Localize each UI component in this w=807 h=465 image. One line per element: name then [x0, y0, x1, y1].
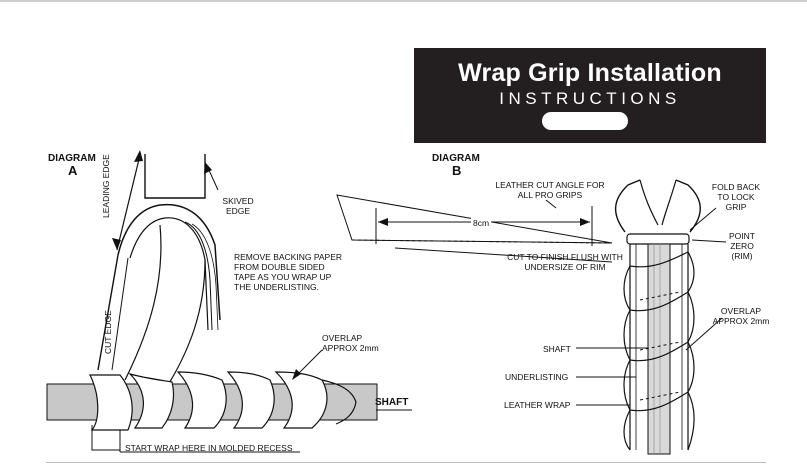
redaction-blot	[542, 112, 628, 130]
overlap-a-label: OVERLAP APPROX 2mm	[322, 333, 379, 353]
skived-edge-label: SKIVED EDGE	[222, 196, 254, 216]
diagram-b-word: DIAGRAM	[432, 153, 480, 164]
banner-title: Wrap Grip Installation	[458, 59, 722, 87]
leather-wrap-label: LEATHER WRAP	[504, 400, 571, 410]
strip-loop-outer	[117, 203, 221, 321]
cut-lower-line	[394, 247, 613, 263]
overlap-b-label: OVERLAP APPROX 2mm	[712, 306, 770, 326]
strip-top-end	[144, 154, 206, 199]
shaft-b-label: SHAFT	[543, 344, 571, 354]
fold-back-pointer	[689, 207, 717, 231]
wrap-b-dashed	[639, 291, 681, 401]
diagram-b-heading: DIAGRAM B	[432, 153, 480, 177]
wrap-3	[176, 371, 227, 429]
grip-right-bulges	[687, 251, 695, 451]
banner-subtitle: INSTRUCTIONS	[499, 89, 681, 108]
fold-back-label: FOLD BACK TO LOCK GRIP	[711, 182, 761, 212]
wrap-b-3	[629, 341, 689, 362]
cut-edge-line	[97, 254, 119, 371]
arrow-head	[580, 218, 590, 226]
leather-cut-angle-label: LEATHER CUT ANGLE FOR ALL PRO GRIPS	[495, 180, 605, 200]
diagram-a-heading: DIAGRAM A	[48, 153, 96, 177]
skived-arrow	[207, 167, 219, 191]
measure-label: 8cm	[471, 218, 492, 228]
wrap-4	[226, 371, 275, 429]
remove-backing-label: REMOVE BACKING PAPER FROM DOUBLE SIDED T…	[234, 252, 343, 292]
title-banner: Wrap Grip Installation INSTRUCTIONS	[414, 48, 766, 143]
strip-loop-inner	[129, 217, 209, 331]
arrow-head	[292, 369, 301, 380]
fold-inner-right	[661, 179, 677, 226]
shaft-a-label: SHAFT	[375, 397, 409, 408]
arrow-head	[378, 218, 388, 226]
diagram-a-letter: A	[68, 163, 78, 178]
diagram-a-word: DIAGRAM	[48, 153, 96, 164]
overlap-arrow-a	[295, 349, 323, 377]
leading-edge-arrow	[116, 154, 141, 251]
bottom-divider	[46, 462, 766, 463]
arrow-head	[204, 162, 212, 174]
point-zero-pointer	[691, 239, 727, 243]
wrap-b-2	[629, 291, 689, 312]
diagram-b-letter: B	[452, 163, 462, 178]
strip-loop-inner2	[184, 221, 213, 331]
overlap-b-pointer	[685, 317, 723, 351]
grip-left-bulges	[623, 265, 631, 451]
wrap-b-1	[629, 251, 689, 268]
arrow-head	[112, 238, 121, 250]
wrap-end	[321, 379, 357, 425]
underlisting-label: UNDERLISTING	[505, 372, 569, 382]
top-divider	[0, 0, 807, 2]
core-lines	[653, 244, 661, 454]
fold-left	[614, 179, 641, 233]
start-wrap-label: START WRAP HERE IN MOLDED RECESS	[125, 443, 293, 453]
grip-shaft-core	[647, 243, 671, 455]
rim	[626, 233, 690, 245]
start-wrap-bracket	[91, 425, 120, 451]
arrow-head	[134, 150, 143, 162]
fold-inner-left	[639, 179, 659, 226]
cut-dashed-line	[351, 239, 613, 244]
wrap-5	[274, 371, 328, 429]
cut-edge-line2	[111, 257, 129, 371]
wrap-2	[127, 372, 175, 429]
point-zero-label: POINT ZERO (RIM)	[729, 231, 755, 261]
cut-angle-pointer	[545, 199, 557, 209]
strip-descend2	[164, 259, 206, 391]
wrap-1	[89, 374, 133, 431]
wrap-b-4	[629, 391, 689, 412]
strip-loop-inner3	[191, 223, 219, 331]
strip-descend	[124, 224, 162, 381]
cut-to-finish-label: CUT TO FINISH FLUSH WITH UNDERSIZE OF RI…	[507, 252, 623, 272]
